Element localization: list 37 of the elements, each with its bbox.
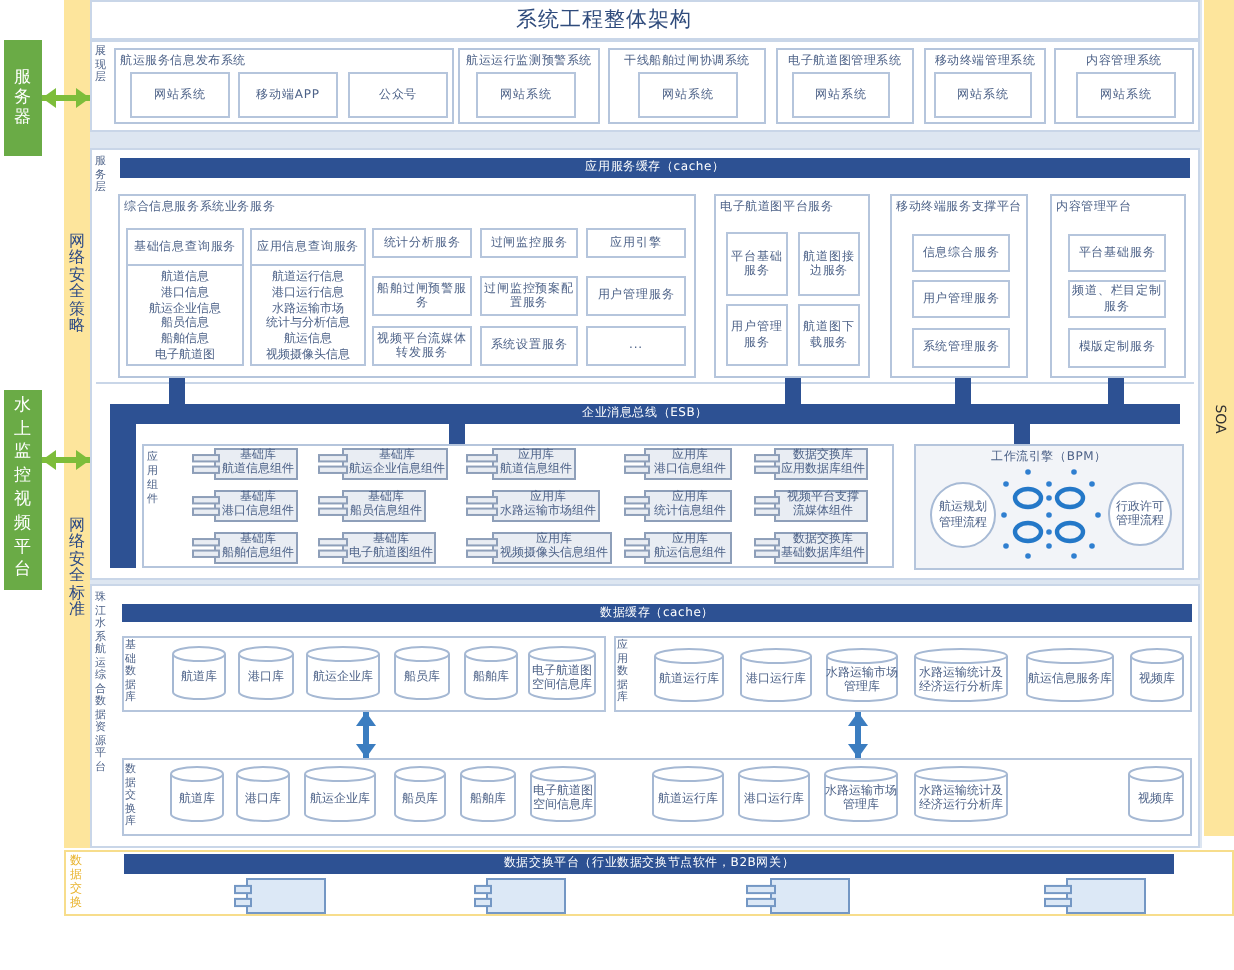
title: 系统工程整体架构: [516, 8, 692, 32]
connector-bar: [169, 378, 185, 404]
connector-bar: [785, 378, 801, 404]
component-box: [234, 878, 326, 914]
side-band: 网络安全策略 网络安全标准: [64, 0, 90, 848]
group-box: [914, 444, 1184, 570]
layer-panel: [90, 148, 1200, 580]
group-box: [122, 758, 1192, 836]
connector-bar: [1014, 424, 1030, 444]
group-box: [118, 194, 696, 378]
component-box: [746, 878, 850, 914]
group-box: [890, 194, 1028, 378]
double-arrow: [356, 712, 376, 758]
group-box: [1054, 48, 1194, 124]
component-box: [474, 878, 566, 914]
double-arrow: [42, 450, 90, 470]
group-box: [142, 444, 894, 568]
group-box: [608, 48, 766, 124]
connector-bar: [1108, 378, 1124, 404]
group-box: [114, 48, 454, 124]
layer-panel: [90, 40, 1200, 132]
connector-bar: [449, 424, 465, 444]
double-arrow: [848, 712, 868, 758]
group-box: [1050, 194, 1186, 378]
layer-panel: [64, 850, 1234, 916]
layer-panel: [90, 584, 1200, 848]
connector-bar: [955, 378, 971, 404]
group-box: [776, 48, 914, 124]
group-box: [458, 48, 600, 124]
group-box: [924, 48, 1046, 124]
side-box: 服务器: [4, 40, 42, 156]
side-box: 水上监控视频平台: [4, 390, 42, 590]
double-arrow: [42, 88, 90, 108]
group-box: [614, 636, 1192, 712]
group-box: [122, 636, 606, 712]
component-box: [1044, 878, 1146, 914]
group-box: [714, 194, 870, 378]
